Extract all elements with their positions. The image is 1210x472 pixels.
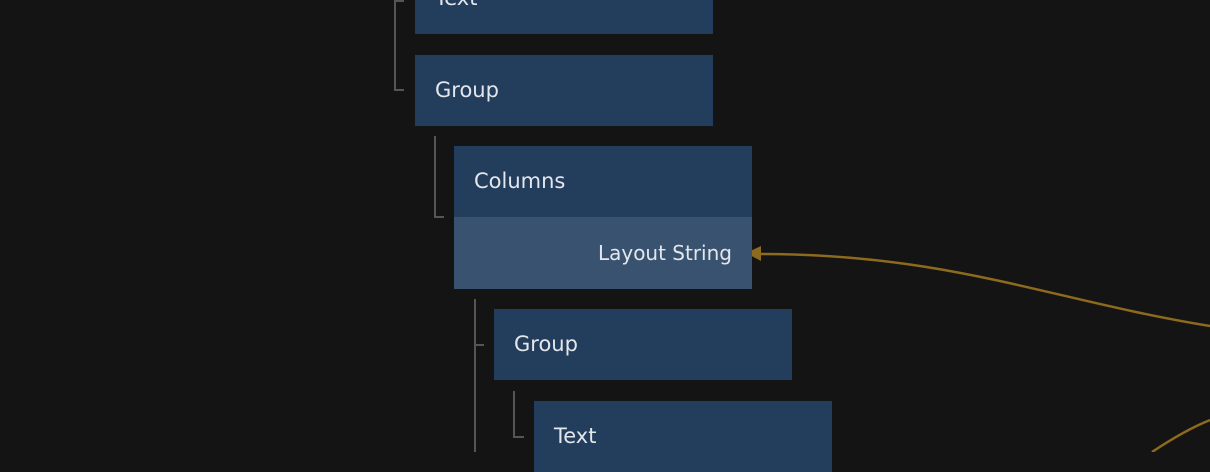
node-title: Text [554, 424, 597, 448]
node-columns[interactable]: Columns Layout String [454, 146, 752, 289]
node-title: Columns [474, 169, 566, 193]
node-group[interactable]: Group [415, 55, 713, 126]
input-port-layout-string[interactable]: Layout String [454, 217, 752, 289]
wire[interactable] [759, 252, 1210, 328]
node-group[interactable]: Group [494, 309, 792, 380]
arrow-left-icon [746, 246, 761, 261]
tree-line [394, 0, 404, 91]
tree-line [434, 136, 444, 218]
node-title: Group [514, 332, 578, 356]
connections-layer [394, 0, 1210, 452]
node-title: Text [415, 0, 713, 34]
node-title: Group [435, 78, 499, 102]
node-text[interactable]: Text [534, 401, 832, 472]
wire[interactable] [1151, 418, 1210, 452]
node-text[interactable]: Text [415, 0, 713, 34]
tree-line [513, 391, 524, 438]
